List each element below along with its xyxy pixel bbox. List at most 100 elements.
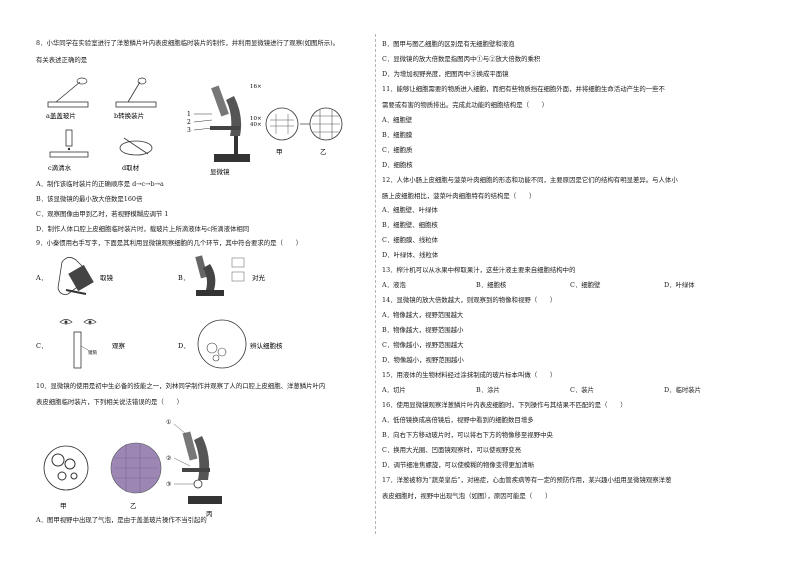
microscope-diagram: 1 2 3 16× 10× 40× 显微镜	[187, 84, 262, 176]
tube-label: 镜筒	[88, 349, 97, 356]
question-8-option-b: B．该显微镜的最小放大倍数是160倍	[36, 195, 366, 204]
label-b: b转换装片	[114, 111, 144, 120]
option-d-text: D．叶绿体	[664, 281, 695, 289]
question-14-stem: 14．显微镜的放大倍数越大，则观察到的物像和视野（ ）	[382, 296, 767, 305]
option-text: C．观察图像由甲到乙时，若视野模糊应调节 1	[36, 210, 169, 218]
label-3: 3	[187, 127, 191, 134]
option-c-text: C．装片	[570, 386, 595, 394]
question-10-option-d: D．为增加视野亮度，把图丙中③换成平面镜	[382, 70, 767, 79]
label-16x: 16×	[250, 84, 262, 90]
option-d-letter: D．	[178, 342, 190, 350]
question-9-figure: A． 取镜 B． 对光 C． 镜筒 观察 D．	[36, 255, 283, 369]
question-10-figure: 甲 乙 ① ② ③ 丙	[43, 419, 222, 518]
question-8-option-c: C．观察图像由甲到乙时，若视野模糊应调节 1	[36, 210, 366, 219]
label-c1: ①	[166, 419, 171, 426]
question-8-stem-cont: 有关表述正确的是	[36, 55, 88, 64]
caption-a: 取镜	[100, 273, 114, 282]
option-a-text: A．切片	[382, 386, 406, 394]
label-2: 2	[187, 119, 191, 126]
option-b-text: B．涂片	[476, 386, 500, 394]
question-8-figure: a盖盖玻片 b转换装片 c滴清水 d取材	[46, 77, 343, 176]
label-c2: ②	[166, 455, 171, 462]
option-text: A．图甲视野中出现了气泡，是由于盖盖玻片操作不当引起的	[36, 516, 207, 524]
question-14-option-a: A．物像越大，视野范围越大	[382, 311, 767, 320]
option-text: B．物像越大，视野范围越小	[382, 326, 464, 334]
question-16-option-b: B．向右下方移动玻片时，可以将右下方的物像移至视野中央	[382, 431, 767, 440]
step-a-cover-slip-diagram: a盖盖玻片	[46, 77, 89, 120]
question-12-text: 12．人体小肠上皮细胞与菠菜叶肉细胞的形态和功能不同，主要原因是它们的结构有明显…	[382, 176, 678, 184]
question-13-text: 13．榨汁机可以从水果中榨取果汁，这些汁液主要来自细胞结构中的	[382, 266, 576, 274]
label-10x: 10×	[250, 116, 262, 122]
question-11-option-c: C．细胞质	[382, 146, 767, 155]
question-10-option-b: B．图甲与图乙细胞的区别是有无细胞壁和液泡	[382, 40, 767, 49]
option-text: C．换用大光圈、凹面镜观察时，可以使视野变亮	[382, 446, 522, 454]
option-c-letter: C．	[36, 342, 47, 350]
question-10-text-cont: 表皮细胞临时装片，下列相关说法错误的是（ ）	[36, 397, 183, 406]
option-text: B．向右下方移动玻片时，可以将右下方的物像移至视野中央	[382, 431, 553, 439]
option-a-letter: A．	[36, 274, 47, 282]
option-text: D．制作人体口腔上皮细胞临时装片时，载玻片上所滴液体与c所滴液体相同	[36, 225, 250, 233]
option-c-text: C．细胞壁	[570, 281, 601, 289]
question-16-option-c: C．换用大光圈、凹面镜观察时，可以使视野变亮	[382, 446, 767, 455]
option-text: A．细胞壁	[382, 116, 413, 124]
question-14-text: 14．显微镜的放大倍数越大，则观察到的物像和视野（ ）	[382, 296, 557, 304]
question-12-option-b: B．细胞壁、细胞核	[382, 221, 767, 230]
view-jia: 甲	[265, 107, 299, 156]
option-d-text: D．临时装片	[664, 386, 702, 394]
light-adjust-drawing	[195, 255, 245, 296]
label-yi: 乙	[320, 148, 327, 156]
cell-nucleus-drawing	[197, 319, 247, 369]
option-text: C．细胞质	[382, 146, 413, 154]
question-16-text: 16．使用显微镜观察洋葱鳞片叶内表皮细胞时，下列操作与其结果不匹配的是（ ）	[382, 401, 627, 409]
question-11-stem: 11．能够让细胞需要的物质进入细胞，而把有些物质挡在细胞外面，并将细胞生命活动产…	[382, 85, 767, 109]
option-a-text: A．液泡	[382, 281, 406, 289]
question-14-option-c: C．物像越小，视野范围越大	[382, 341, 767, 350]
question-9-text: 9．小秦惯用右手写字，下面是其利用显微镜观察细胞的几个环节，其中符合要求的是（ …	[36, 239, 303, 247]
question-11-option-a: A．细胞壁	[382, 116, 767, 125]
question-10-option-c: C．显微镜的放大倍数是指图丙中①与②放大倍数的乘积	[382, 55, 767, 64]
question-13-stem: 13．榨汁机可以从水果中榨取果汁，这些汁液主要来自细胞结构中的	[382, 266, 767, 275]
caption-b: 对光	[252, 273, 266, 282]
question-10-text: 10．显微镜的使用是初中生必备的技能之一，刘林同学制作并观察了人的口腔上皮细胞、…	[36, 382, 326, 390]
question-10-option-a: A．图甲视野中出现了气泡，是由于盖盖玻片操作不当引起的	[36, 516, 366, 525]
view-yi-cells: 乙	[110, 442, 162, 510]
option-text: A．物像越大，视野范围越大	[382, 311, 464, 319]
question-10-stem: 10．显微镜的使用是初中生必备的技能之一，刘林同学制作并观察了人的口腔上皮细胞、…	[36, 382, 366, 406]
question-12-option-c: C．细胞膜、线粒体	[382, 236, 767, 245]
option-text: A．细胞壁、叶绿体	[382, 206, 438, 214]
option-b-letter: B．	[178, 274, 189, 282]
question-14-option-b: B．物像越大，视野范围越小	[382, 326, 767, 335]
question-11-text: 11．能够让细胞需要的物质进入细胞，而把有些物质挡在细胞外面，并将细胞生命活动产…	[382, 85, 665, 93]
question-8-stem: 8．小华同学在实验室进行了洋葱鳞片叶内表皮细胞临时装片的制作，并利用显微镜进行了…	[36, 39, 340, 47]
question-12-option-d: D．叶绿体、线粒体	[382, 251, 767, 260]
option-b-text: B．细胞核	[476, 281, 507, 289]
label-c3: ③	[166, 481, 171, 488]
option-text: A．低倍镜换成高倍镜后，视野中看到的细胞数目增多	[382, 416, 534, 424]
question-12-stem: 12．人体小肠上皮细胞与菠菜叶肉细胞的形态和功能不同，主要原因是它们的结构有明显…	[382, 176, 767, 200]
option-text: D．调节细准焦螺旋，可以使模糊的物像变得更加清晰	[382, 461, 535, 469]
label-a: a盖盖玻片	[46, 111, 76, 120]
microscope-bing: ① ② ③ 丙	[166, 419, 222, 518]
question-8: 8．小华同学在实验室进行了洋葱鳞片叶内表皮细胞临时装片的制作，并利用显微镜进行了…	[36, 39, 366, 64]
option-text: C．细胞膜、线粒体	[382, 236, 439, 244]
option-text: D．叶绿体、线粒体	[382, 251, 439, 259]
view-yi: 乙	[309, 107, 343, 156]
option-text: B．图甲与图乙细胞的区别是有无细胞壁和液泡	[382, 40, 515, 48]
observe-eyes-drawing: 镜筒	[59, 319, 97, 369]
question-17-text-cont: 表皮细胞时，视野中出现气泡（如图），原因可能是（ ）	[382, 491, 552, 500]
question-15-stem: 15．用液体的生物材料经过涂抹制成的玻片标本叫做（ ）	[382, 371, 767, 380]
label-40x: 40×	[250, 122, 262, 128]
question-12-option-a: A．细胞壁、叶绿体	[382, 206, 767, 215]
option-text: B．细胞膜	[382, 131, 413, 139]
option-text: D．物像越小，视野范围越小	[382, 356, 464, 364]
label-jia: 甲	[60, 502, 67, 510]
label-yi: 乙	[130, 502, 137, 510]
question-14-option-d: D．物像越小，视野范围越小	[382, 356, 767, 365]
option-text: B．细胞壁、细胞核	[382, 221, 438, 229]
option-text: D．细胞核	[382, 161, 413, 169]
question-16-stem: 16．使用显微镜观察洋葱鳞片叶内表皮细胞时，下列操作与其结果不匹配的是（ ）	[382, 401, 767, 410]
label-jia: 甲	[276, 148, 283, 156]
label-c: c滴清水	[48, 163, 72, 172]
step-d-diagram: d取材	[119, 137, 153, 172]
question-16-option-d: D．调节细准焦螺旋，可以使模糊的物像变得更加清晰	[382, 461, 767, 470]
